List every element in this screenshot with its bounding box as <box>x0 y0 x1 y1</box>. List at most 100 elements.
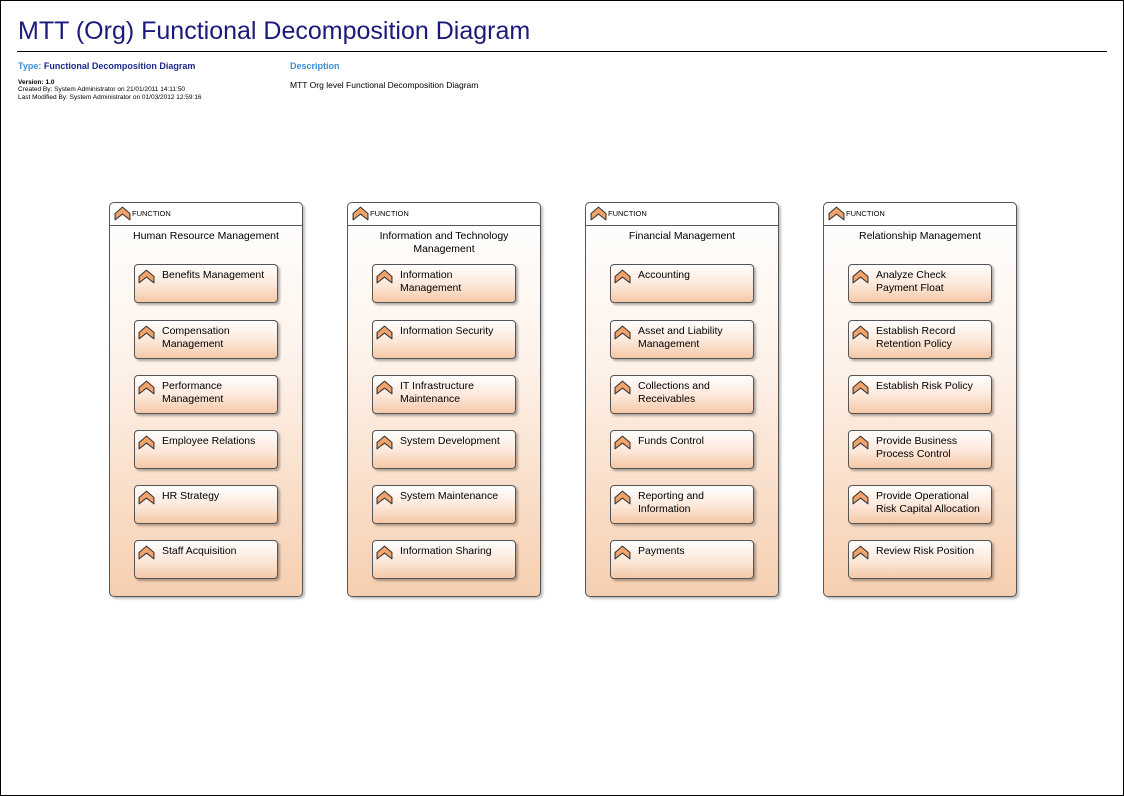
sub-function-box[interactable]: Provide Business Process Control <box>848 430 992 469</box>
sub-function-box[interactable]: Asset and Liability Management <box>610 320 754 359</box>
function-chevron-icon <box>376 490 393 510</box>
sub-function-box[interactable]: IT Infrastructure Maintenance <box>372 375 516 414</box>
sub-function-box[interactable]: Reporting and Information <box>610 485 754 524</box>
sub-function-label: Establish Record Retention Policy <box>876 325 956 350</box>
function-chevron-icon <box>614 545 631 565</box>
type-value: Functional Decomposition Diagram <box>43 61 196 71</box>
sub-function-label: Benefits Management <box>162 269 265 281</box>
function-chevron-icon <box>852 380 869 400</box>
page-title: MTT (Org) Functional Decomposition Diagr… <box>18 17 531 45</box>
sub-function-label: Provide Operational Risk Capital Allocat… <box>876 490 980 515</box>
function-chevron-icon <box>352 206 369 226</box>
function-chevron-icon <box>852 490 869 510</box>
diagram-metadata: Version: 1.0 Created By: System Administ… <box>18 79 202 101</box>
sub-function-label: Accounting <box>638 269 690 281</box>
function-chevron-icon <box>614 269 631 289</box>
function-chevron-icon <box>828 206 845 226</box>
sub-function-label: Establish Risk Policy <box>876 380 973 392</box>
function-title: Human Resource Management <box>133 230 279 242</box>
sub-function-label: Staff Acquisition <box>162 545 237 557</box>
sub-function-box[interactable]: Establish Record Retention Policy <box>848 320 992 359</box>
sub-function-box[interactable]: Benefits Management <box>134 264 278 303</box>
function-header: FUNCTION <box>824 203 1016 226</box>
sub-function-label: HR Strategy <box>162 490 220 502</box>
sub-function-box[interactable]: Information Security <box>372 320 516 359</box>
sub-function-box[interactable]: Establish Risk Policy <box>848 375 992 414</box>
sub-function-box[interactable]: Performance Management <box>134 375 278 414</box>
sub-function-box[interactable]: System Maintenance <box>372 485 516 524</box>
sub-function-box[interactable]: Staff Acquisition <box>134 540 278 579</box>
sub-function-box[interactable]: Funds Control <box>610 430 754 469</box>
sub-function-box[interactable]: Provide Operational Risk Capital Allocat… <box>848 485 992 524</box>
sub-function-box[interactable]: Employee Relations <box>134 430 278 469</box>
function-chevron-icon <box>376 435 393 455</box>
sub-function-box[interactable]: Review Risk Position <box>848 540 992 579</box>
function-chevron-icon <box>852 545 869 565</box>
sub-function-box[interactable]: HR Strategy <box>134 485 278 524</box>
sub-function-label: Analyze Check Payment Float <box>876 269 947 294</box>
function-chevron-icon <box>852 435 869 455</box>
function-title: Relationship Management <box>859 230 981 242</box>
version-text: Version: 1.0 <box>18 79 55 86</box>
function-chevron-icon <box>852 269 869 289</box>
function-chevron-icon <box>138 325 155 345</box>
sub-function-box[interactable]: Analyze Check Payment Float <box>848 264 992 303</box>
function-header: FUNCTION <box>586 203 778 226</box>
sub-function-box[interactable]: Collections and Receivables <box>610 375 754 414</box>
created-text: Created By: System Administrator on 21/0… <box>18 86 186 94</box>
function-title: Financial Management <box>628 230 736 242</box>
sub-function-label: Reporting and Information <box>638 490 704 515</box>
function-chevron-icon <box>138 380 155 400</box>
sub-function-label: Information Sharing <box>400 545 492 557</box>
description-text: MTT Org level Functional Decomposition D… <box>290 80 479 90</box>
function-chevron-icon <box>376 325 393 345</box>
function-type-label: FUNCTION <box>846 209 885 218</box>
sub-function-box[interactable]: Compensation Management <box>134 320 278 359</box>
function-chevron-icon <box>614 435 631 455</box>
sub-function-box[interactable]: Payments <box>610 540 754 579</box>
function-type-label: FUNCTION <box>608 209 647 218</box>
function-chevron-icon <box>852 325 869 345</box>
function-header: FUNCTION <box>348 203 540 226</box>
modified-text: Last Modified By: System Administrator o… <box>18 93 202 101</box>
sub-function-label: Information Security <box>400 325 494 337</box>
function-header: FUNCTION <box>110 203 302 226</box>
sub-function-label: System Development <box>400 435 500 447</box>
description-heading: Description <box>290 61 340 71</box>
function-chevron-icon <box>138 269 155 289</box>
function-chevron-icon <box>376 380 393 400</box>
sub-function-label: Collections and Receivables <box>638 380 710 405</box>
function-chevron-icon <box>138 435 155 455</box>
function-chevron-icon <box>614 490 631 510</box>
function-column[interactable]: FUNCTION Information and Technology Manag… <box>347 202 541 597</box>
function-chevron-icon <box>114 206 131 226</box>
sub-function-label: Compensation Management <box>162 325 230 350</box>
function-title: Information and Technology Management <box>379 230 509 255</box>
title-divider <box>17 51 1107 52</box>
sub-function-label: Review Risk Position <box>876 545 975 557</box>
sub-function-label: Provide Business Process Control <box>876 435 958 460</box>
function-chevron-icon <box>614 380 631 400</box>
sub-function-label: Information Management <box>400 269 462 294</box>
sub-function-box[interactable]: System Development <box>372 430 516 469</box>
sub-function-box[interactable]: Information Management <box>372 264 516 303</box>
function-chevron-icon <box>614 325 631 345</box>
sub-function-box[interactable]: Information Sharing <box>372 540 516 579</box>
type-key: Type: <box>18 61 42 71</box>
function-chevron-icon <box>376 269 393 289</box>
function-chevron-icon <box>590 206 607 226</box>
sub-function-label: Performance Management <box>162 380 224 405</box>
function-chevron-icon <box>138 545 155 565</box>
function-chevron-icon <box>138 490 155 510</box>
diagram-type: Type: Functional Decomposition Diagram <box>18 61 195 71</box>
sub-function-label: Funds Control <box>638 435 704 447</box>
sub-function-label: System Maintenance <box>400 490 499 502</box>
function-type-label: FUNCTION <box>132 209 171 218</box>
sub-function-label: Asset and Liability Management <box>638 325 723 350</box>
sub-function-box[interactable]: Accounting <box>610 264 754 303</box>
function-chevron-icon <box>376 545 393 565</box>
